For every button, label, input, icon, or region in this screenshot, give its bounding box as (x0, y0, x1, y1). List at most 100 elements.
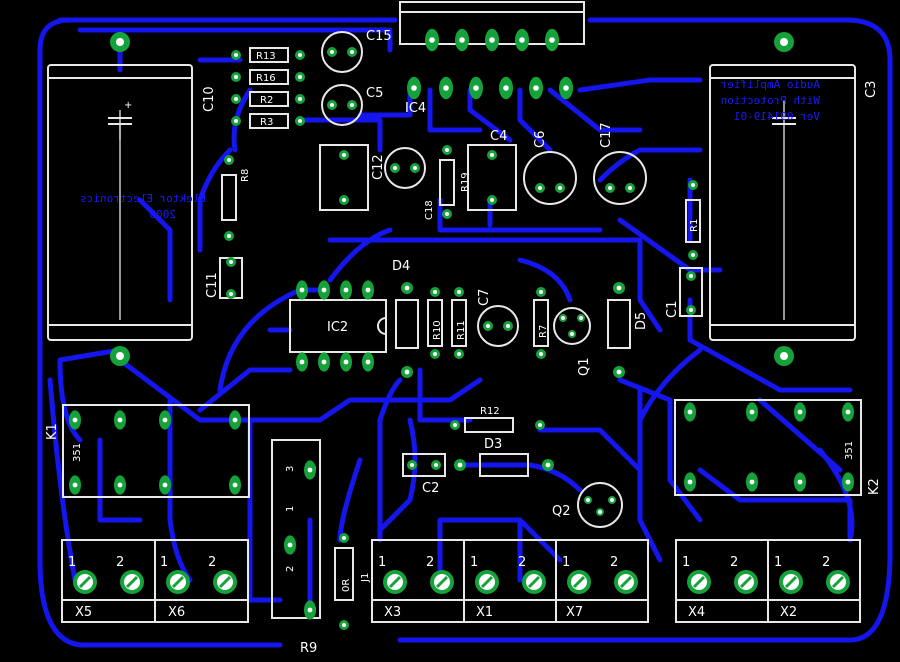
pad (577, 314, 585, 322)
x4-pin-1: 1 (682, 555, 690, 570)
resistor-r1: R1 (685, 199, 701, 243)
pad (114, 475, 126, 495)
x6-pin-1: 1 (160, 555, 168, 570)
pad (114, 410, 126, 430)
label-c7: C7 (477, 289, 492, 306)
pad (231, 94, 241, 104)
capacitor-c2: C2 (402, 453, 446, 496)
resistor-r7: R7 (533, 299, 549, 347)
pad (794, 472, 806, 492)
r9-pin-3-top: 3 (285, 466, 296, 472)
relay-k2: K2 351 (674, 399, 882, 496)
label-r13: R13 (256, 51, 276, 62)
x4-pin-2: 2 (730, 555, 738, 570)
label-x6: X6 (168, 605, 185, 620)
pad (340, 352, 352, 372)
ic2-dip8: IC2 (289, 299, 387, 353)
pad (779, 570, 803, 594)
pad (684, 472, 696, 492)
pad (229, 475, 241, 495)
pad (284, 535, 296, 555)
label-c18: C18 (424, 200, 435, 220)
capacitor-c1: C1 (665, 267, 703, 318)
pad (536, 287, 546, 297)
pad (295, 94, 305, 104)
pad (166, 570, 190, 594)
pad (430, 349, 440, 359)
pad (545, 28, 559, 52)
pad (327, 47, 337, 57)
label-x5: X5 (75, 605, 92, 620)
label-c2: C2 (422, 481, 439, 496)
label-q1: Q1 (577, 357, 592, 376)
mirrored-text-right: Audio Amplifier With Protection Ver 0914… (720, 78, 820, 123)
pad (229, 410, 241, 430)
pad (734, 570, 758, 594)
pad (522, 570, 546, 594)
x6-pin-2: 2 (208, 555, 216, 570)
resistor-r12: R12 (464, 406, 514, 433)
pad (686, 305, 696, 315)
diode-d5: D5 (607, 299, 649, 349)
label-r7: R7 (538, 325, 549, 338)
pad (327, 100, 337, 110)
pad (231, 72, 241, 82)
pad (159, 475, 171, 495)
x3-pin-2: 2 (426, 555, 434, 570)
resistor-r8: R8 (221, 169, 251, 221)
pad (318, 352, 330, 372)
pad (442, 209, 452, 219)
pad (454, 349, 464, 359)
resistor-r10: R10 (427, 299, 443, 347)
pad (304, 460, 316, 480)
label-c11: C11 (205, 272, 220, 298)
pad (304, 600, 316, 620)
r9-pin-1-side: 1 (285, 506, 296, 512)
label-r19: R19 (460, 172, 471, 192)
label-r12: R12 (480, 406, 500, 417)
pad (499, 76, 513, 100)
pad (73, 570, 97, 594)
pad (159, 410, 171, 430)
pad (226, 289, 236, 299)
pad (296, 280, 308, 300)
pad (213, 570, 237, 594)
label-r10: R10 (432, 320, 443, 340)
j1-value: 0R (341, 579, 352, 592)
pad (430, 570, 454, 594)
pad (226, 257, 236, 267)
label-c15: C15 (366, 29, 392, 44)
pad (687, 570, 711, 594)
pad (503, 321, 513, 331)
pad (410, 163, 420, 173)
label-d4: D4 (392, 259, 410, 274)
capacitor-c3: C3 (709, 64, 879, 341)
pad (625, 183, 635, 193)
pad (390, 163, 400, 173)
pad (688, 250, 698, 260)
label-x1: X1 (476, 605, 493, 620)
capacitor-c10: + C10 (47, 64, 217, 341)
label-q2: Q2 (552, 504, 571, 519)
label-x3: X3 (384, 605, 401, 620)
mirror-left-2: 2008 (150, 208, 177, 221)
pad (407, 460, 417, 470)
resistor-bank: R13 R16 R2 R3 (249, 47, 289, 129)
relay-k1: K1 351 (45, 404, 250, 498)
pad (295, 72, 305, 82)
pad (746, 472, 758, 492)
label-c6: C6 (533, 131, 548, 148)
label-c5: C5 (366, 86, 383, 101)
label-x4: X4 (688, 605, 705, 620)
pad (231, 50, 241, 60)
label-c1: C1 (665, 301, 680, 318)
mirror-right-1: Audio Amplifier (720, 78, 820, 91)
jumper-j1: J1 0R (334, 547, 371, 601)
pad (584, 496, 592, 504)
x5-pin-2: 2 (116, 555, 124, 570)
pad (407, 76, 421, 100)
pad (296, 352, 308, 372)
pad (110, 346, 130, 366)
pad (318, 280, 330, 300)
r9-pin-2: 2 (285, 566, 296, 572)
